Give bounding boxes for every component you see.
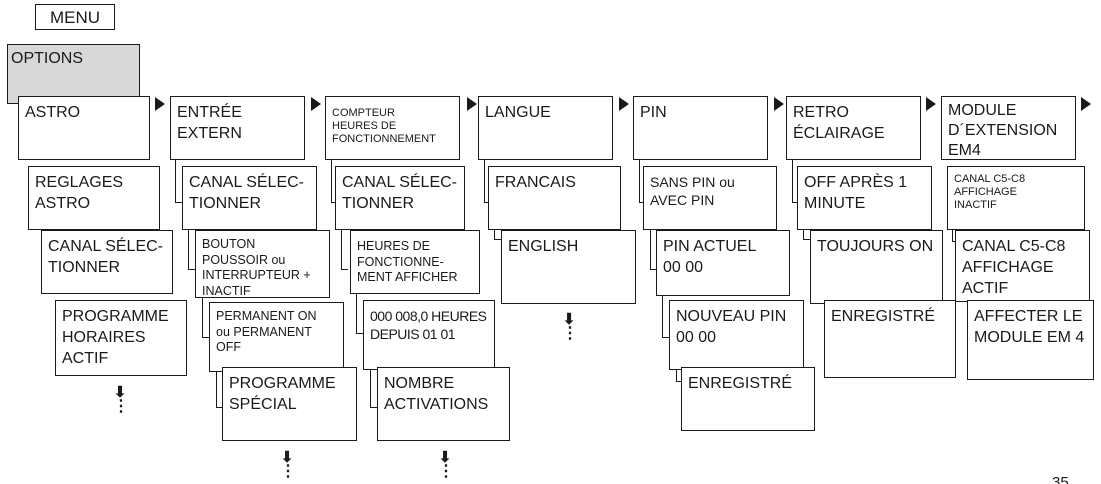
page-number: 35	[1052, 474, 1069, 484]
module-box: MODULE D´EXTENSION EM4	[941, 96, 1076, 160]
more-down-icon: ⬇⋮	[113, 384, 129, 415]
next-arrow-icon	[619, 97, 629, 111]
compteur-activations-box: NOMBRE ACTIVATIONS	[377, 367, 510, 441]
next-arrow-icon	[926, 97, 936, 111]
astro-box: ASTRO	[18, 96, 150, 160]
connector-line	[175, 160, 182, 203]
next-arrow-icon	[311, 97, 321, 111]
langue-francais-box: FRANCAIS	[488, 166, 621, 230]
compteur-box: COMPTEUR HEURES DE FONCTIONNEMENT	[325, 96, 460, 160]
connector-line	[356, 294, 363, 334]
next-arrow-icon	[155, 97, 165, 111]
pin-box: PIN	[633, 96, 768, 160]
connector-line	[494, 230, 501, 240]
langue-box: LANGUE	[478, 96, 613, 160]
retro-enregistre-box: ENREGISTRÉ	[824, 300, 956, 378]
connector-line	[188, 230, 195, 270]
pin-sans-box: SANS PIN ou AVEC PIN	[643, 166, 777, 230]
connector-line	[792, 160, 799, 203]
compteur-heures-box: HEURES DE FONCTIONNE- MENT AFFICHER	[350, 230, 480, 294]
pin-actuel-box: PIN ACTUEL 00 00	[656, 230, 790, 296]
langue-english-box: ENGLISH	[501, 230, 636, 304]
retro-off-box: OFF APRÈS 1 MINUTE	[797, 166, 932, 230]
astro-reglages-box: REGLAGES ASTRO	[28, 166, 160, 230]
options-box: OPTIONS	[7, 44, 140, 104]
connector-line	[484, 160, 491, 203]
menu-box: MENU	[35, 4, 115, 30]
retro-toujours-box: TOUJOURS ON	[810, 230, 943, 304]
connector-line	[650, 230, 657, 270]
pin-nouveau-box: NOUVEAU PIN 00 00	[669, 300, 804, 370]
more-down-icon: ⬇⋮	[562, 311, 578, 342]
next-arrow-icon	[1081, 97, 1091, 111]
connector-line	[370, 370, 377, 408]
entree-bouton-box: BOUTON POUSSOIR ou INTERRUPTEUR + INACTI…	[195, 230, 330, 298]
module-inactif-box: CANAL C5-C8 AFFICHAGE INACTIF	[947, 166, 1085, 230]
next-arrow-icon	[467, 97, 477, 111]
connector-line	[676, 370, 683, 382]
connector-line	[803, 230, 810, 240]
astro-canal-box: CANAL SÉLEC- TIONNER	[41, 230, 173, 294]
compteur-heures-value-box: 000 008,0 HEURES DEPUIS 01 01	[363, 300, 495, 370]
entree-canal-box: CANAL SÉLEC- TIONNER	[182, 166, 317, 230]
connector-line	[216, 372, 223, 408]
more-down-icon: ⬇⋮	[438, 449, 454, 480]
compteur-canal-box: CANAL SÉLEC- TIONNER	[335, 166, 465, 230]
entree-programme-box: PROGRAMME SPÉCIAL	[222, 367, 357, 441]
connector-line	[662, 296, 669, 338]
pin-enregistre-box: ENREGISTRÉ	[681, 367, 815, 431]
connector-line	[341, 230, 348, 270]
connector-line	[639, 160, 646, 203]
astro-programme-box: PROGRAMME HORAIRES ACTIF	[55, 300, 187, 376]
next-arrow-icon	[774, 97, 784, 111]
more-down-icon: ⬇⋮	[280, 449, 296, 480]
entree-permanent-box: PERMANENT ON ou PERMANENT OFF	[209, 302, 344, 372]
entree-box: ENTRÉE EXTERN	[170, 96, 305, 160]
module-actif-box: CANAL C5-C8 AFFICHAGE ACTIF	[955, 230, 1090, 302]
connector-line	[202, 298, 209, 338]
retro-box: RETRO ÉCLAIRAGE	[786, 96, 921, 160]
connector-line	[331, 160, 338, 203]
module-affecter-box: AFFECTER LE MODULE EM 4	[967, 300, 1094, 380]
